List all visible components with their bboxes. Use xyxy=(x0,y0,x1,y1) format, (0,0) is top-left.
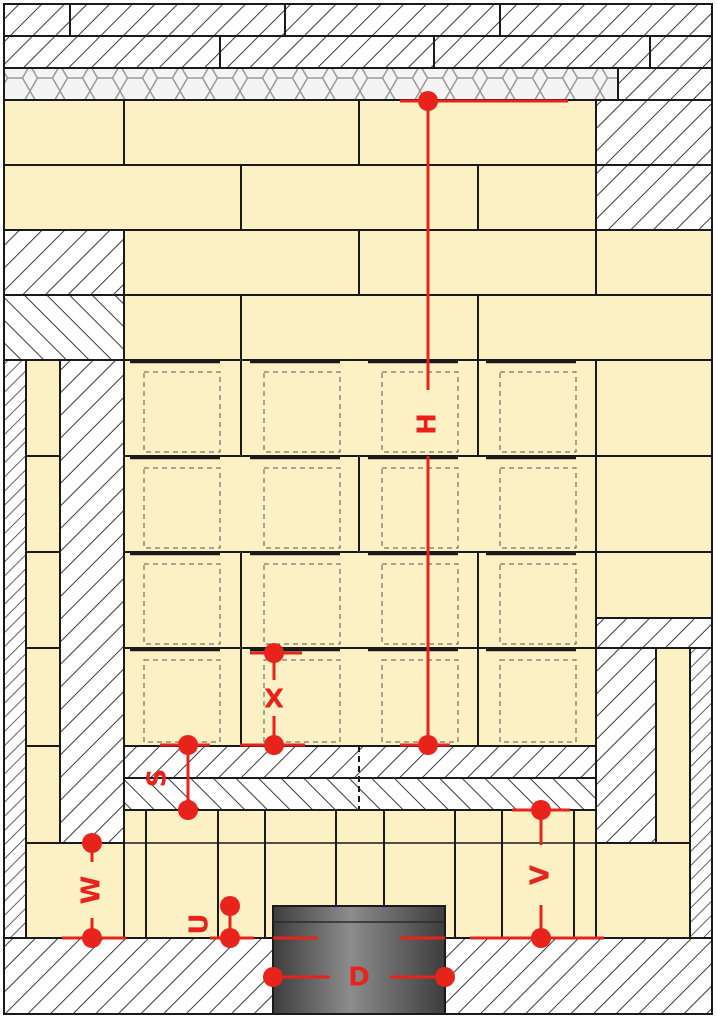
roof-corner-block xyxy=(617,67,713,101)
vent-pipe xyxy=(272,905,446,1015)
dimension-label-x: X xyxy=(264,685,284,715)
dimension-label-d: D xyxy=(348,963,370,993)
roof-layers xyxy=(3,3,713,101)
stacked-ware-dashes xyxy=(143,371,577,743)
dimension-lines xyxy=(62,91,604,987)
dimension-label-s: S xyxy=(143,769,173,788)
floor-slabs xyxy=(123,745,597,811)
roof-slab-middle xyxy=(3,35,713,69)
course-shelf-lips xyxy=(130,360,576,652)
insulation-board xyxy=(3,67,619,101)
right-wall xyxy=(595,359,713,939)
upper-hatched-blocks xyxy=(3,99,713,361)
upper-brick-courses xyxy=(3,99,713,361)
chamber-brick-courses xyxy=(123,359,597,747)
left-wall xyxy=(3,359,125,939)
dimension-label-u: U xyxy=(185,913,215,934)
roof-slab-top xyxy=(3,3,713,37)
dimension-label-w: W xyxy=(77,876,107,905)
dimension-label-v: V xyxy=(526,865,556,885)
dimension-label-h: H xyxy=(413,413,443,435)
